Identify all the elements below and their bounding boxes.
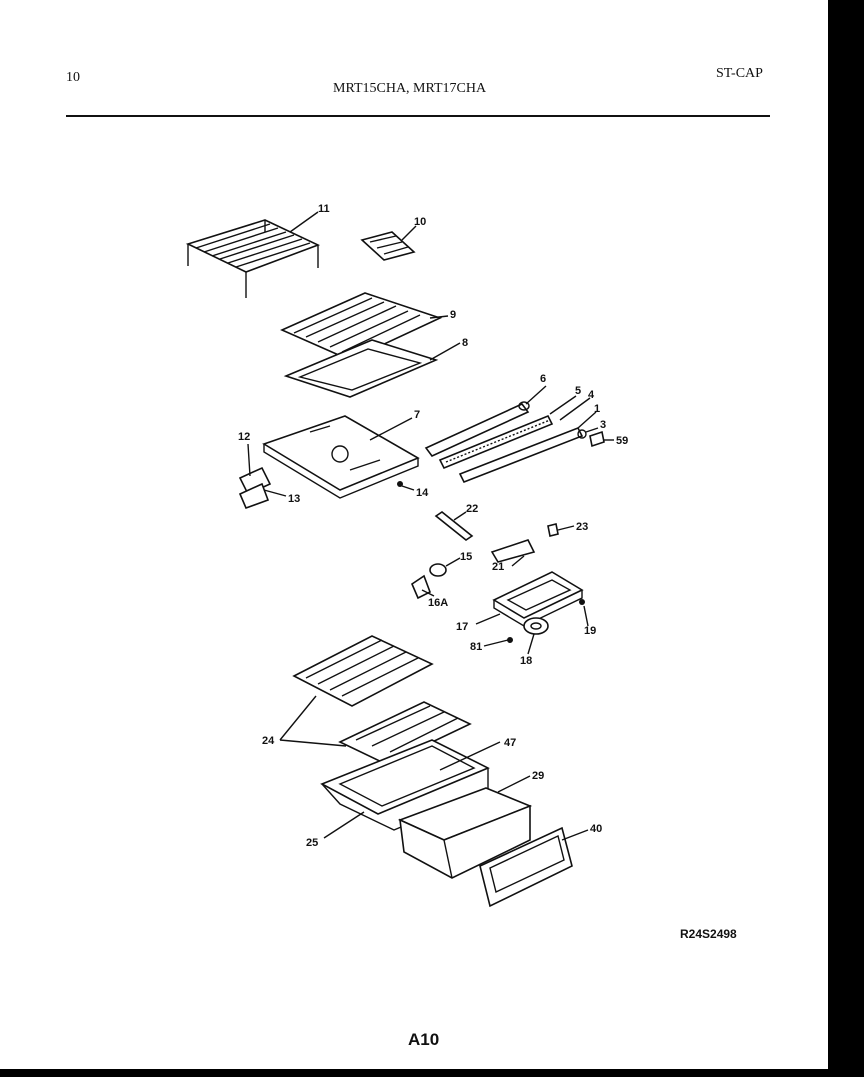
part-21-tube <box>490 539 536 563</box>
label-5: 5 <box>575 385 581 397</box>
label-13: 13 <box>288 493 300 505</box>
part-3-clip <box>577 429 587 439</box>
part-23-nut <box>547 523 559 537</box>
label-23: 23 <box>576 521 588 533</box>
part-12-13-control-assembly <box>238 466 272 510</box>
page-number: 10 <box>66 70 80 85</box>
part-14-screw <box>397 481 403 487</box>
label-16a: 16A <box>428 597 448 609</box>
part-10-small-grate <box>360 231 416 261</box>
drawing-reference: R24S2498 <box>680 927 737 941</box>
part-8-shelf-frame <box>283 339 439 398</box>
part-9-shelf-insert <box>280 292 443 361</box>
scan-edge-bottom <box>0 1069 864 1077</box>
label-19: 19 <box>584 625 596 637</box>
label-11: 11 <box>318 203 330 215</box>
leader-lines <box>247 211 614 841</box>
header-rule <box>66 115 770 117</box>
part-29-crisper-drawer <box>397 787 533 879</box>
part-22-rod <box>434 511 474 541</box>
label-81: 81 <box>470 641 482 653</box>
part-40-drawer-front <box>479 826 573 908</box>
label-8: 8 <box>462 337 468 349</box>
part-24-shelf-upper <box>292 635 434 707</box>
label-15: 15 <box>460 551 472 563</box>
label-18: 18 <box>520 655 532 667</box>
label-22: 22 <box>466 503 478 515</box>
label-10: 10 <box>414 216 426 228</box>
page-id: A10 <box>408 1030 440 1049</box>
part-11-wire-shelf <box>185 219 321 298</box>
label-3: 3 <box>600 419 606 431</box>
part-18-gear <box>523 617 549 635</box>
label-9: 9 <box>450 309 456 321</box>
part-81-screw <box>507 637 513 643</box>
label-17: 17 <box>456 621 468 633</box>
label-47: 47 <box>504 737 516 749</box>
label-29: 29 <box>532 770 544 782</box>
label-7: 7 <box>414 409 420 421</box>
label-24: 24 <box>262 735 275 747</box>
label-1: 1 <box>594 403 600 415</box>
label-6: 6 <box>540 373 546 385</box>
part-19-screw <box>579 599 585 605</box>
part-24-crisper-cover <box>338 701 472 765</box>
model-numbers: MRT15CHA, MRT17CHA <box>333 81 487 96</box>
label-40: 40 <box>590 823 602 835</box>
section-code: ST-CAP <box>716 66 763 81</box>
part-6-5-4-1-tubes <box>424 401 584 484</box>
part-59-connector <box>589 430 605 448</box>
part-labels: 11 10 9 8 7 12 13 14 6 5 4 1 3 59 22 23 … <box>238 203 628 849</box>
label-59: 59 <box>616 435 628 447</box>
label-21: 21 <box>492 561 504 573</box>
part-7-cover-panel <box>262 415 420 499</box>
part-25-crisper-frame <box>320 739 490 831</box>
label-12: 12 <box>238 431 250 443</box>
label-4: 4 <box>588 389 595 401</box>
label-14: 14 <box>416 487 429 499</box>
label-25: 25 <box>306 837 318 849</box>
scan-edge-right <box>828 0 864 1077</box>
